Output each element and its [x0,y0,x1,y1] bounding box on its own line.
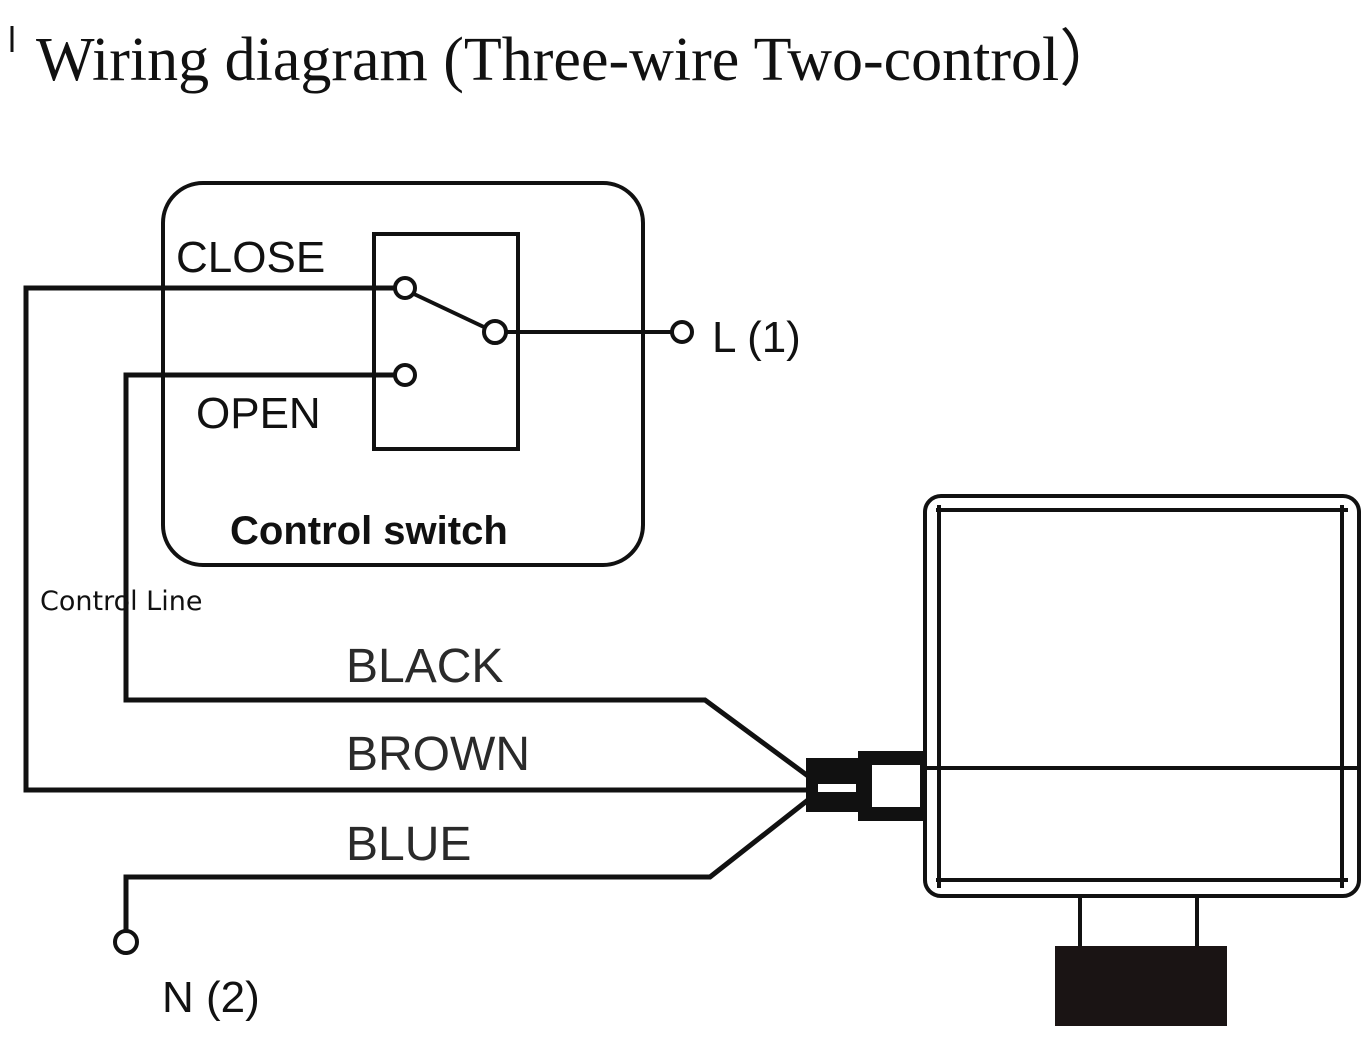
live-terminal-icon [670,320,694,344]
switch-lever [413,292,487,330]
control-switch-label: Control switch [230,509,508,553]
live-terminal-label: L (1) [712,313,801,362]
control-line-label: Control Line [40,586,202,617]
blue-wire-label: BLUE [346,818,471,871]
diagram-title: Wiring diagram (Three-wire Two-control） [36,26,1121,94]
blue-wire [123,798,810,930]
brown-wire-label: BROWN [346,728,530,781]
black-wire [123,372,810,779]
close-label: CLOSE [176,233,325,282]
cable-connector [806,751,924,821]
common-contact-icon [482,319,508,345]
close-contact-icon [393,276,417,300]
actuator-body [923,494,1361,1026]
open-label: OPEN [196,389,321,438]
open-contact-icon [393,363,417,387]
actuator-base [1055,946,1227,1026]
brown-wire [23,285,808,793]
black-wire-label: BLACK [346,640,503,693]
neutral-terminal-label: N (2) [162,973,260,1022]
switch-body [372,232,520,451]
neutral-terminal-icon [113,929,139,955]
